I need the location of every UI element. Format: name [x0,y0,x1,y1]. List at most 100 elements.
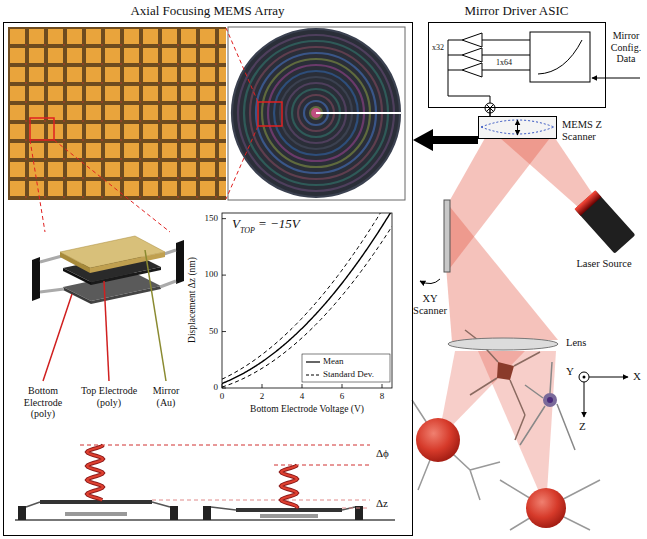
circuit-label: 1x64 [496,58,512,67]
array-image [228,27,405,200]
axis-title: Displacement Δz (nm) [186,225,198,375]
axis-label: Z [579,420,586,433]
mirror-section [65,512,127,516]
tick-label: 150 [196,213,218,223]
mirror-section [40,500,152,504]
asic-circuit [448,40,530,103]
chart-annotation: = −15V [258,217,300,232]
tick-label: 6 [332,391,352,401]
tick-label: 0 [196,382,218,392]
tick-mark [222,275,226,276]
asic-circuit [462,33,482,77]
tick-mark [382,384,383,388]
micrograph [30,118,54,140]
asic-circuit [538,40,582,74]
tick-mark [262,384,263,388]
laser-source-shape [575,190,636,253]
mirror-section [15,445,395,520]
light-wave [87,445,103,500]
component-label: XY Scanner [408,293,452,317]
displacement-curve [222,213,392,387]
light-wave [281,465,297,508]
axis-triad [583,376,586,379]
tick-mark [222,388,226,389]
chart-annotation: TOP [240,226,255,235]
scan-mirror-shape [420,279,440,284]
part-label: Mirror (Au) [144,385,188,408]
lens-element-shape [448,338,558,350]
input-label: Mirror Config. Data [606,30,646,65]
mirror-cell-3d [90,252,165,273]
asic-box: Mirror Driver ASIC [428,22,606,108]
axis-triad [584,382,585,417]
tick-mark [222,218,226,219]
laser-source-shape [563,186,645,286]
laser-beam [446,202,558,342]
asic-circuit [592,78,640,79]
laser-source-shape [575,190,636,253]
neuron [526,488,566,528]
axis-label: Y [566,365,574,378]
axis-label: X [633,370,641,383]
mirror-section [26,502,355,510]
panel-box: Axial Focusing MEMS Array [3,22,413,536]
component-label: MEMS Z Scanner [562,119,634,143]
zoom-line [30,28,258,232]
tick-label: 100 [196,269,218,279]
component-label: Lens [566,337,606,349]
legend-text: Standard Dev. [323,369,374,380]
legend-box [302,354,390,382]
mems-mirror: MEMS Z Scanner [478,116,638,156]
axis-triad [579,372,628,417]
tick-label: 8 [372,391,392,401]
mems-mirror-shape [517,120,518,135]
leader-line [145,250,166,381]
tick-mark [222,331,226,332]
tick-mark [342,384,343,388]
legend-sample [306,361,320,362]
array-ring [232,29,400,197]
plot-frame [222,213,392,388]
legend-sample [306,374,320,375]
mirror-cell-3d [32,257,40,301]
part-label: Top Electrode (poly) [78,385,140,408]
scan-mirror-shape [444,200,450,272]
scan-mirror: XY Scanner [408,195,458,320]
tick-label: 50 [196,326,218,336]
neuron [412,400,600,530]
array-image [258,102,282,126]
mems-mirror-shape [479,117,557,139]
mirror-section [18,506,26,520]
laser-source: Laser Source [563,186,647,286]
micrograph [8,27,226,200]
mirror-section [170,506,178,520]
output-arrow [433,136,478,144]
tick-label: 0 [212,391,232,401]
mirror-section [203,506,211,520]
neuron [416,418,460,462]
component-label: Laser Source [563,258,645,270]
mirror-section [236,508,342,512]
lens-element: Lens [448,333,608,355]
array-image [316,112,401,114]
displacement-curve [222,213,392,383]
mirror-cell-3d [60,252,90,273]
tick-label: 4 [292,391,312,401]
micrograph [8,27,226,200]
mirror-section [152,500,370,508]
displacement-curve [222,226,392,387]
tick-mark [222,384,223,388]
asic-circuit [530,32,590,82]
leader-line [43,250,166,381]
neuron [520,362,575,450]
mirror-cell-3d [176,240,184,284]
mirror-section [260,514,318,518]
axis-triad [589,377,628,378]
leader-line [104,281,109,381]
mems-mirror-shape [481,120,554,134]
tick-mark [302,384,303,388]
dimension-label: Δz [376,497,388,510]
